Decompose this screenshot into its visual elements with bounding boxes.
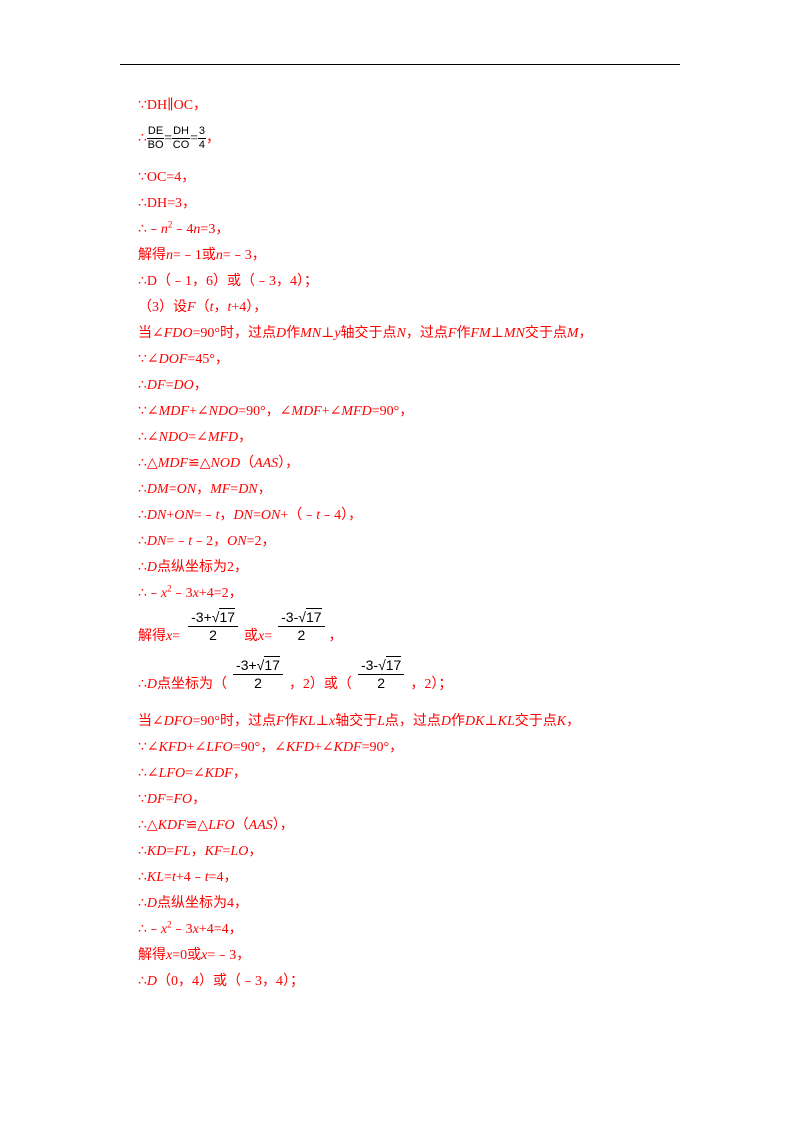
line-4: ∴DH=3， [138,196,197,211]
line-13: ∴∠NDO=∠MFD， [138,430,253,445]
line-19: ∴﹣x2﹣3x+4=2， [138,583,243,601]
line-18: ∴D点纵坐标为2， [138,560,249,575]
line-28: ∴KL=t+4﹣t=4， [138,870,238,885]
line-26: ∴△KDF≌△LFO（AAS）， [138,818,294,833]
line-24: ∴∠LFO=∠KDF， [138,766,247,781]
line-12: ∵∠MDF+∠NDO=90°，∠MDF+∠MFD=90°， [138,404,414,419]
line-30: ∴﹣x2﹣3x+4=4， [138,919,243,937]
line-15: ∴DM=ON，MF=DN， [138,482,272,497]
line-27: ∴KD=FL，KF=LO， [138,844,263,859]
line-14: ∴△MDF≌△NOD（AAS）， [138,456,300,471]
line-5: ∴﹣n2﹣4n=3， [138,219,230,237]
line-10: ∵∠DOF=45°， [138,352,229,367]
line-23: ∵∠KFD+∠LFO=90°，∠KFD+∠KDF=90°， [138,740,404,755]
line-31: 解得x=0或x=﹣3， [138,948,251,963]
line-11: ∴DF=DO， [138,378,208,393]
line-22: 当∠DFO=90°时，过点F作KL⊥x轴交于L点，过点D作DK⊥KL交于点K， [138,714,581,729]
line-1: ∵DH∥OC， [138,98,208,113]
line-6: 解得n=﹣1或n=﹣3， [138,248,266,263]
line-3: ∵OC=4， [138,170,196,185]
line-9: 当∠FDO=90°时，过点D作MN⊥y轴交于点N，过点F作FM⊥MN交于点M， [138,326,593,341]
line-8: （3）设F（t，t+4）， [138,300,268,315]
line-32: ∴D（0，4）或（﹣3，4）； [138,974,305,989]
line-17: ∴DN=﹣t﹣2，ON=2， [138,534,276,549]
header-rule [120,64,680,65]
line-25: ∵DF=FO， [138,792,207,807]
line-29: ∴D点纵坐标为4， [138,896,249,911]
line-16: ∴DN+ON=﹣t，DN=ON+（﹣t﹣4）， [138,508,363,523]
line-7: ∴D（﹣1，6）或（﹣3，4）； [138,274,319,289]
